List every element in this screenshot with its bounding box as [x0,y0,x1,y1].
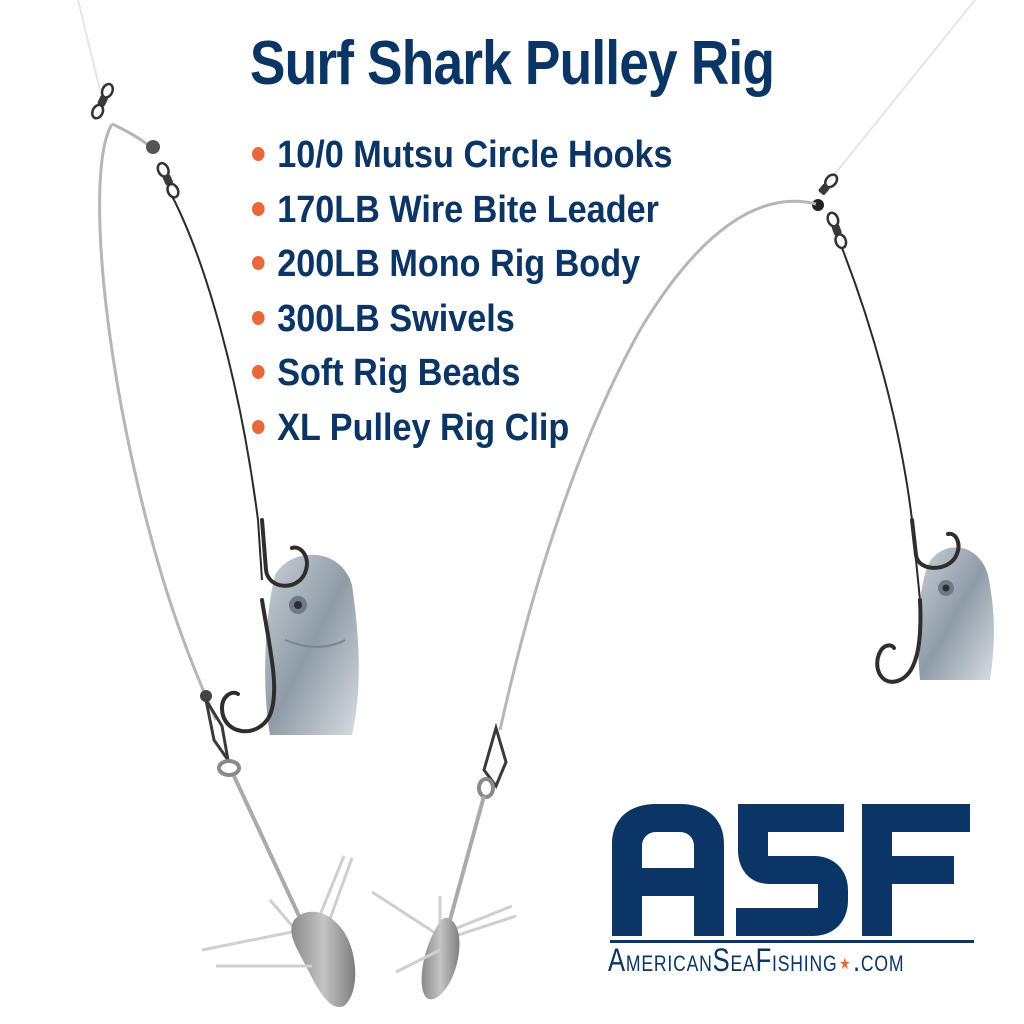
list-item: XL Pulley Rig Clip [252,401,673,456]
sinker-icon [371,890,517,1000]
list-item: Soft Rig Beads [252,346,673,401]
feature-list: 10/0 Mutsu Circle Hooks 170LB Wire Bite … [252,128,719,455]
bullet-icon [252,365,265,379]
main-line-right [829,0,976,181]
logo-site-part2: .com [852,942,905,978]
pulley-clip-icon [204,699,241,777]
asf-logo-letters [612,804,970,936]
page-title: Surf Shark Pulley Rig [249,29,775,98]
mono-rig-body-left [98,123,218,721]
logo-divider [610,940,974,943]
circle-hook-icon [910,518,961,570]
bait-fish-icon [265,554,359,735]
bait-fish-icon [918,547,994,680]
mono-upper-left [111,122,153,150]
logo-site-name: AmericanSeaFishing★.com [608,942,904,979]
feature-text: Soft Rig Beads [277,352,521,394]
swivel-icon [818,173,839,195]
circle-hook-icon [875,598,923,684]
logo-letter-f [862,804,970,936]
sinker-line-right [448,795,486,921]
main-line-left [77,0,101,91]
bead-icon [812,199,824,211]
bead-icon [146,140,160,154]
swivel-icon [826,211,848,250]
list-item: 170LB Wire Bite Leader [252,183,673,238]
wire-leader-left [171,195,263,581]
list-item: 300LB Swivels [252,292,673,347]
left-rig [77,0,359,1008]
feature-text: 300LB Swivels [277,297,515,340]
bullet-icon [252,201,265,216]
swivel-icon [90,82,115,120]
mono-rig-body-right [498,199,817,731]
logo-letter-a [612,804,724,936]
bead-icon [200,690,212,702]
logo-site-part1: AmericanSeaFishing [608,942,838,978]
list-item: 10/0 Mutsu Circle Hooks [252,128,673,183]
sinker-icon [201,855,356,1008]
list-item: 200LB Mono Rig Body [252,237,673,292]
feature-text: 10/0 Mutsu Circle Hooks [277,134,673,176]
feature-text: 200LB Mono Rig Body [277,243,641,285]
circle-hook-icon [260,518,309,588]
pulley-clip-icon [477,722,508,799]
logo-letter-s [736,804,848,936]
circle-hook-icon [219,598,277,734]
bullet-icon [252,310,265,325]
bullet-icon [252,256,265,270]
star-icon: ★ [839,956,852,973]
feature-text: 170LB Wire Bite Leader [277,188,659,231]
bullet-icon [252,419,265,434]
bullet-icon [252,147,265,161]
asf-logo: AmericanSeaFishing★.com [608,800,974,980]
wire-leader-right [841,247,921,601]
sinker-line-left [232,775,302,919]
feature-text: XL Pulley Rig Clip [277,406,570,449]
swivel-icon [156,161,180,199]
right-rig [371,0,994,1000]
